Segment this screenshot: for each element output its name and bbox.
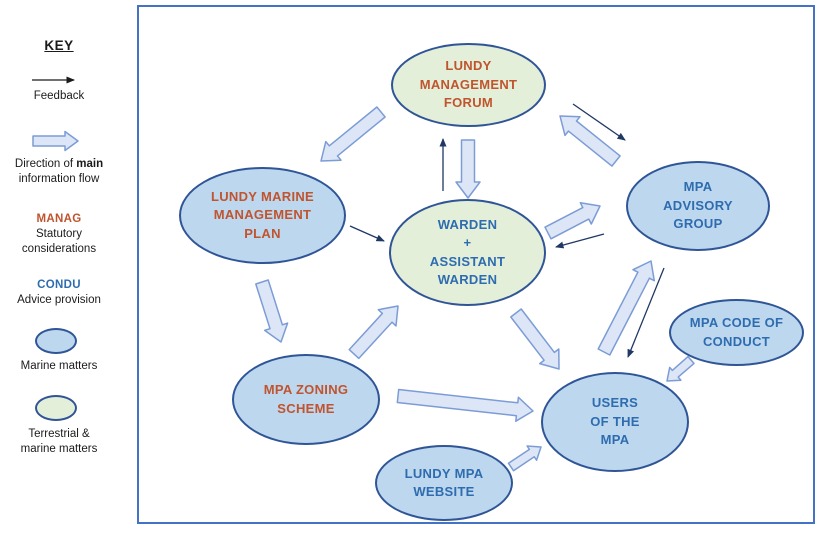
legend-main-flow-label: Direction of main information flow	[0, 157, 118, 187]
node-label: MPA CODE OF CONDUCT	[689, 315, 784, 349]
terrestrial-matters-swatch	[35, 395, 77, 421]
legend-main-flow-bold: main	[76, 158, 104, 170]
legend-manag-desc: Statutory considerations	[21, 228, 97, 255]
marine-matters-swatch	[35, 328, 77, 354]
node-mpa-advisory-group: MPA ADVISORY GROUP	[626, 161, 770, 251]
node-mpa-code-of-conduct: MPA CODE OF CONDUCT	[669, 299, 804, 366]
node-label: WARDEN + ASSISTANT WARDEN	[429, 216, 506, 287]
node-mpa-zoning-scheme: MPA ZONING SCHEME	[232, 354, 380, 445]
node-label: MPA ADVISORY GROUP	[663, 179, 733, 232]
key-main-flow-arrow	[32, 130, 79, 152]
legend-main-flow-prefix: Direction of	[14, 158, 77, 170]
legend-condu-desc: Advice provision	[17, 294, 101, 306]
node-warden-assistant-warden: WARDEN + ASSISTANT WARDEN	[389, 199, 546, 306]
legend-title: KEY	[44, 38, 74, 53]
legend-feedback-label: Feedback	[33, 90, 85, 102]
node-label: LUNDY MPA WEBSITE	[404, 465, 484, 499]
legend-terrestrial-label: Terrestrial & marine matters	[20, 428, 98, 455]
node-label: LUNDY MARINE MANAGEMENT PLAN	[210, 188, 315, 241]
legend-main-flow-suffix: information flow	[18, 172, 100, 185]
legend-condu-code: CONDU	[37, 279, 81, 291]
node-label: LUNDY MANAGEMENT FORUM	[419, 58, 518, 111]
node-lundy-marine-management-plan: LUNDY MARINE MANAGEMENT PLAN	[179, 167, 346, 264]
legend-manag-code: MANAG	[36, 213, 82, 225]
node-lundy-management-forum: LUNDY MANAGEMENT FORUM	[391, 43, 546, 127]
node-label: USERS OF THE MPA	[590, 395, 640, 448]
node-lundy-mpa-website: LUNDY MPA WEBSITE	[375, 445, 513, 521]
node-label: MPA ZONING SCHEME	[263, 382, 349, 416]
node-users-of-the-mpa: USERS OF THE MPA	[541, 372, 689, 472]
legend-marine-label: Marine matters	[20, 360, 98, 372]
